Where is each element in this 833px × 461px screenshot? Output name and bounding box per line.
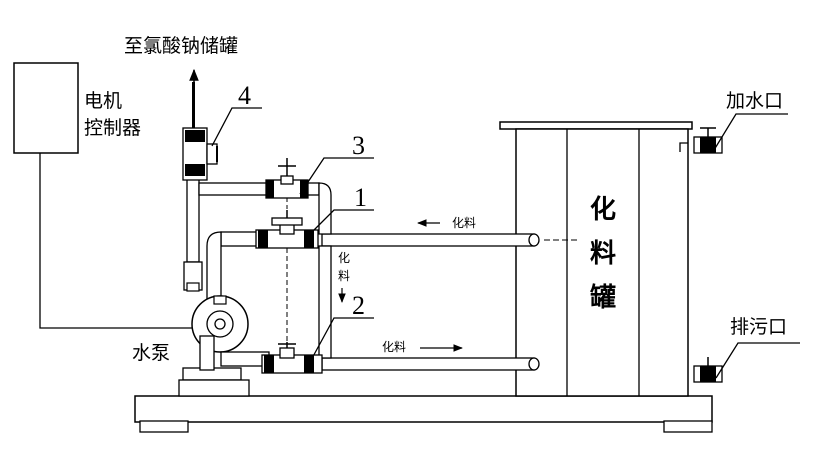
- controller-label-line1: 电机: [84, 90, 122, 112]
- flow-label-lower: 化料: [382, 340, 406, 354]
- to-storage-label: 至氯酸钠储罐: [124, 35, 238, 57]
- callout-4: 4: [238, 81, 251, 110]
- flow-label-upper: 化料: [452, 216, 476, 230]
- controller-label-line2: 控制器: [84, 117, 141, 139]
- drain-valve: [693, 357, 723, 383]
- bypass-line: [286, 245, 332, 359]
- tank-label-char1: 化: [590, 195, 616, 225]
- valve-1: [255, 210, 319, 249]
- valve-4: [182, 127, 218, 181]
- flow-label-vertical-1: 化: [338, 251, 350, 265]
- callout-2: 2: [352, 291, 365, 320]
- tank-inlet-pipe-upper: [321, 233, 580, 247]
- callout-1: 1: [354, 183, 367, 212]
- dissolving-tank: [499, 121, 693, 397]
- tank-outlet-pipe-lower: [321, 357, 540, 371]
- tank-label-char3: 罐: [590, 282, 616, 313]
- valve-3: [265, 158, 309, 210]
- recirculation-loop: [183, 231, 267, 301]
- motor-controller: [13, 62, 200, 329]
- flow-label-vertical-2: 料: [338, 269, 350, 283]
- water-inlet-label: 加水口: [726, 90, 783, 112]
- callout-3: 3: [352, 131, 365, 160]
- drain-outlet-label: 排污口: [730, 316, 787, 338]
- valve-2: [261, 342, 323, 374]
- tank-label-char2: 料: [590, 239, 616, 269]
- pump-label: 水泵: [132, 342, 170, 364]
- pump: [178, 295, 270, 397]
- base-skid: [134, 395, 713, 433]
